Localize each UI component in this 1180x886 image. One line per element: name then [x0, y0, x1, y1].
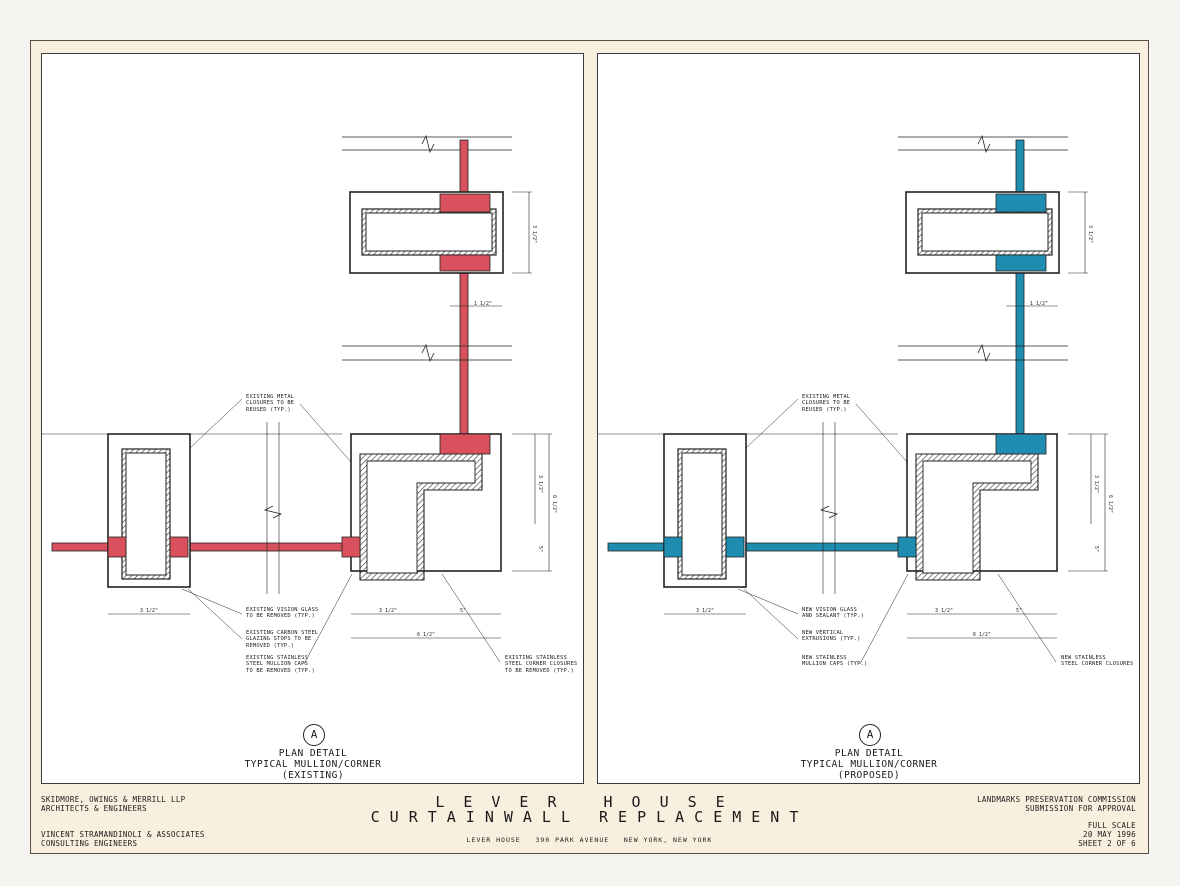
dim-3-5-bottom: 3 1/2" — [935, 608, 953, 614]
bottom-stop-highlight — [439, 254, 491, 272]
corner-stop-left — [341, 536, 361, 558]
horizontal-glass-highlight — [607, 542, 909, 552]
leader-line — [855, 403, 908, 463]
note-proposed-glass: New vision glass and sealant (typ.) — [802, 607, 865, 620]
detail-title-line-2: Typical Mullion/Corner — [800, 759, 938, 770]
submission-block: Landmarks Preservation Commission Submis… — [977, 795, 1136, 813]
left-mullion-tube-inner — [681, 452, 723, 576]
note-existing-corner: Existing stainless steel corner closures… — [505, 655, 578, 674]
firm-2-name: Vincent Stramandinoli & Associates — [41, 830, 205, 839]
dim-1-5: 1 1/2" — [1030, 301, 1048, 307]
project-title-line-1: Lever House — [435, 793, 744, 811]
dim-6-5-bottom: 6 1/2" — [417, 632, 435, 638]
detail-callout-circle: A — [303, 724, 325, 746]
break-symbol — [819, 505, 839, 519]
note-existing-stops: Existing carbon steel glazing stops to b… — [246, 630, 319, 649]
dim-3-5-top: 3 1/2" — [531, 225, 537, 243]
right-stop-highlight — [725, 536, 745, 558]
top-mullion-tube-inner — [365, 212, 493, 252]
leader-line — [745, 398, 799, 449]
break-symbol — [421, 134, 435, 154]
leader-line — [299, 403, 352, 463]
dim-3-5-left: 3 1/2" — [140, 608, 158, 614]
detail-title-existing: Plan Detail Typical Mullion/Corner (Exis… — [193, 748, 433, 781]
detail-existing-drawing: 3 1/2" 1 1/2" 3 1/2" 6 1/2" 5" 3 1/2" 3 1/2" 5"… — [42, 134, 557, 665]
dim-3-5-corner: 3 1/2" — [1093, 475, 1099, 493]
dim-3-5-bottom: 3 1/2" — [379, 608, 397, 614]
drawing-date: 20 May 1996 — [1083, 830, 1136, 839]
horizontal-glass-highlight — [51, 542, 353, 552]
left-mullion-tube-inner — [125, 452, 167, 576]
corner-profile-inner — [366, 460, 476, 574]
top-mullion-tube-inner — [921, 212, 1049, 252]
detail-title-line-3: (Existing) — [281, 770, 345, 781]
detail-title-line-1: Plan Detail — [278, 748, 348, 759]
corner-stop-highlight — [439, 433, 491, 455]
leader-line — [187, 588, 243, 640]
project-title-line-2: Curtainwall Replacement — [370, 808, 809, 826]
dim-3-5-corner: 3 1/2" — [537, 475, 543, 493]
firm-engineers: Vincent Stramandinoli & Associates Consu… — [41, 830, 205, 848]
bottom-stop-highlight — [995, 254, 1047, 272]
note-existing-caps: Existing stainless steel mullion caps to… — [246, 655, 315, 674]
drawing-scale: Full Scale — [1087, 821, 1136, 830]
break-symbol — [977, 134, 991, 154]
leader-line — [743, 588, 799, 640]
submission-line-1: Landmarks Preservation Commission — [977, 795, 1136, 804]
top-stop-highlight — [439, 193, 491, 213]
detail-title-proposed: Plan Detail Typical Mullion/Corner (Prop… — [749, 748, 989, 781]
dim-3-5-left: 3 1/2" — [696, 608, 714, 614]
note-existing-glass: Existing vision glass to be removed (typ… — [246, 607, 319, 620]
leader-line — [737, 588, 799, 615]
firm-1-subtitle: Architects & Engineers — [41, 804, 147, 813]
note-proposed-closures: Existing metal closures to be reused (ty… — [802, 394, 851, 413]
firm-architects: Skidmore, Owings & Merrill LLP Architect… — [41, 795, 185, 813]
dim-5-corner: 5" — [1093, 546, 1099, 552]
leader-line — [859, 573, 909, 665]
break-symbol — [263, 505, 283, 519]
detail-title-line-1: Plan Detail — [834, 748, 904, 759]
dim-5-bottom: 5" — [1016, 608, 1022, 614]
firm-1-name: Skidmore, Owings & Merrill LLP — [41, 795, 186, 804]
break-symbol — [977, 343, 991, 363]
panel-existing: 3 1/2" 1 1/2" 3 1/2" 6 1/2" 5" 3 1/2" 3 1/2" 5"… — [41, 53, 584, 784]
project-address: Lever House 390 Park Avenue New York, Ne… — [466, 836, 713, 844]
right-stop-highlight — [169, 536, 189, 558]
detail-title-line-3: (Proposed) — [837, 770, 901, 781]
dim-6-5-bottom: 6 1/2" — [973, 632, 991, 638]
leader-line — [441, 573, 501, 663]
firm-2-subtitle: Consulting Engineers — [41, 839, 138, 848]
dim-6-5-corner: 6 1/2" — [1107, 495, 1113, 513]
note-existing-closures: Existing metal closures to be reused (ty… — [246, 394, 295, 413]
submission-line-2: Submission for Approval — [1025, 804, 1136, 813]
note-proposed-caps: New stainless mullion caps (typ.) — [802, 655, 868, 668]
drawing-sheet: 3 1/2" 1 1/2" 3 1/2" 6 1/2" 5" 3 1/2" 3 1/2" 5"… — [30, 40, 1149, 854]
left-stop-highlight — [107, 536, 127, 558]
note-proposed-corner: New stainless steel corner closures — [1061, 655, 1134, 668]
sheet-number: Sheet 2 of 6 — [1078, 839, 1136, 848]
note-proposed-extrusions: New vertical extrusions (typ.) — [802, 630, 861, 643]
leader-line — [303, 573, 353, 665]
corner-stop-highlight — [995, 433, 1047, 455]
leader-line — [189, 398, 243, 449]
sheet-info-block: Full Scale 20 May 1996 Sheet 2 of 6 — [1078, 821, 1136, 848]
dim-6-5-corner: 6 1/2" — [551, 495, 557, 513]
detail-proposed-drawing: 3 1/2" 1 1/2" 3 1/2" 6 1/2" 5" 3 1/2" 3 1/2" 5"… — [598, 134, 1113, 665]
corner-stop-left — [897, 536, 917, 558]
panel-proposed: 3 1/2" 1 1/2" 3 1/2" 6 1/2" 5" 3 1/2" 3 1/2" 5"… — [597, 53, 1140, 784]
dim-3-5-top: 3 1/2" — [1087, 225, 1093, 243]
detail-callout-circle: A — [859, 724, 881, 746]
detail-title-line-2: Typical Mullion/Corner — [244, 759, 382, 770]
dim-1-5: 1 1/2" — [474, 301, 492, 307]
break-symbol — [421, 343, 435, 363]
leader-line — [997, 573, 1057, 663]
corner-profile-inner — [922, 460, 1032, 574]
top-stop-highlight — [995, 193, 1047, 213]
leader-line — [181, 588, 243, 615]
dim-5-bottom: 5" — [460, 608, 466, 614]
dim-5-corner: 5" — [537, 546, 543, 552]
left-stop-highlight — [663, 536, 683, 558]
